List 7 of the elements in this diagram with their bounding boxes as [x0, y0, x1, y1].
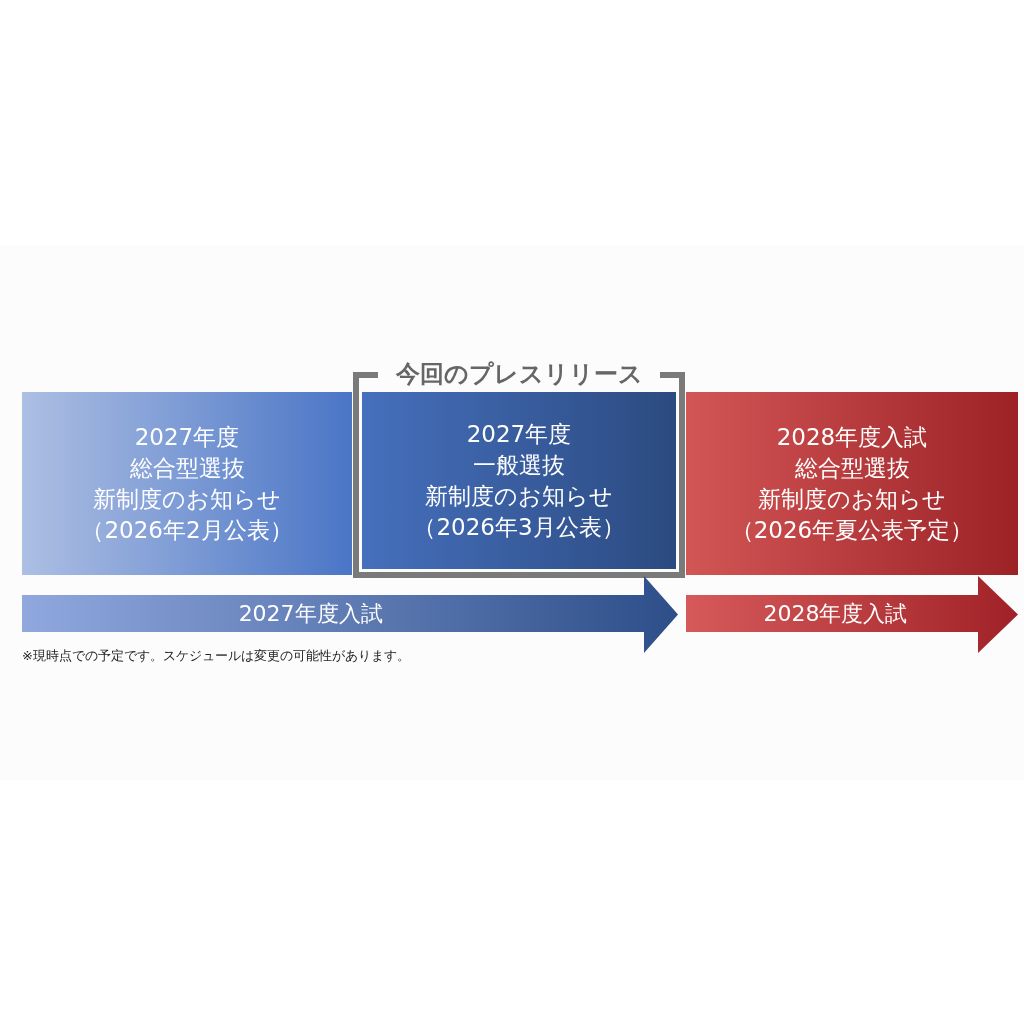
footnote: ※現時点での予定です。スケジュールは変更の可能性があります。 [22, 647, 410, 665]
notice-box: 2027年度 一般選抜 新制度のお知らせ （2026年3月公表） [362, 392, 676, 569]
arrow-label: 2028年度入試 [762, 600, 909, 628]
notice-box: 2028年度入試 総合型選抜 新制度のお知らせ （2026年夏公表予定） [686, 392, 1018, 575]
notice-box: 2027年度 総合型選抜 新制度のお知らせ （2026年2月公表） [22, 392, 352, 575]
arrow-label: 2027年度入試 [237, 600, 384, 628]
bracket-heading: 今回のプレスリリース [394, 359, 644, 390]
